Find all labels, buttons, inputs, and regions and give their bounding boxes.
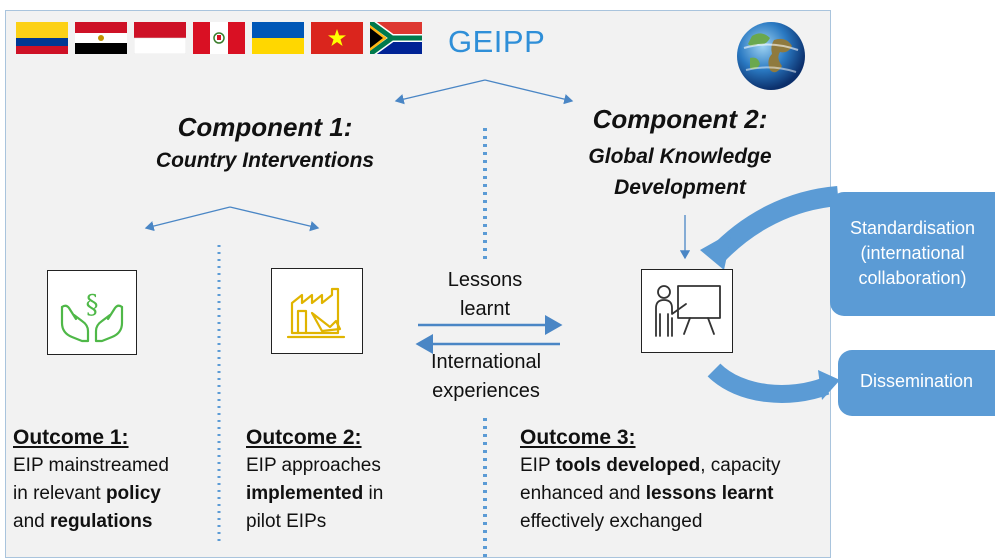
- standardisation-line2: (international: [860, 243, 965, 263]
- international-experiences-line2: experiences: [432, 380, 540, 402]
- flag-indonesia-icon: [133, 22, 187, 55]
- implementation-icon-box: [271, 268, 363, 354]
- standardisation-line1: Standardisation: [849, 218, 976, 238]
- lessons-learnt-line1: Lessons: [447, 269, 523, 291]
- outcome2-line3: pilot EIPs: [246, 511, 327, 532]
- outcome2-line1: EIP approaches: [246, 455, 381, 476]
- component1-title: Component 1:: [177, 112, 353, 142]
- outcome2-title: Outcome 2:: [246, 426, 362, 449]
- program-title: GEIPP: [448, 24, 546, 59]
- outcome3-line3: effectively exchanged: [520, 511, 703, 532]
- outcome3-line2: enhanced and lessons learnt: [520, 483, 774, 504]
- knowledge-icon-box: [641, 269, 733, 353]
- component1-subtitle: Country Interventions: [155, 149, 375, 172]
- dissemination-box: Dissemination: [838, 350, 995, 416]
- flag-colombia-icon: [16, 22, 68, 54]
- outcome1-title: Outcome 1:: [13, 426, 129, 449]
- policy-icon-box: §: [47, 270, 137, 355]
- lessons-learnt-line2: learnt: [459, 298, 511, 320]
- component2-title: Component 2:: [592, 104, 768, 134]
- svg-text:§: §: [86, 290, 99, 320]
- hands-paragraph-icon: §: [60, 290, 124, 343]
- outcome1-line3: and regulations: [13, 511, 153, 532]
- component2-subtitle-line1: Global Knowledge: [588, 145, 772, 168]
- outcome1-line1: EIP mainstreamed: [13, 455, 169, 476]
- outcome2: Outcome 2: EIP approaches implemented in…: [246, 424, 476, 536]
- outcome1-line2: in relevant policy: [13, 483, 161, 504]
- outcome2-line2: implemented in: [246, 483, 384, 504]
- flag-egypt-icon: [75, 22, 127, 54]
- flag-ukraine-icon: [252, 22, 304, 54]
- flag-vietnam-icon: [311, 22, 363, 54]
- standardisation-box: Standardisation (international collabora…: [830, 192, 995, 316]
- outcome3-title: Outcome 3:: [520, 426, 636, 449]
- component2-subtitle-line2: Development: [614, 176, 746, 199]
- outcome3-line1: EIP tools developed, capacity: [520, 455, 781, 476]
- factory-hand-icon: [286, 287, 346, 339]
- standardisation-line3: collaboration): [858, 268, 967, 288]
- lessons-learnt-label: Lessons learnt: [420, 266, 550, 324]
- flag-south-africa-icon: [367, 18, 422, 58]
- outcome1: Outcome 1: EIP mainstreamed in relevant …: [13, 424, 218, 536]
- international-experiences-line1: International: [430, 351, 542, 373]
- presenter-board-icon: [655, 285, 721, 337]
- earth-globe-icon: [730, 20, 812, 92]
- international-experiences-label: International experiences: [402, 348, 570, 406]
- component2-subtitle: Global Knowledge Development: [540, 141, 820, 203]
- outcome3: Outcome 3: EIP tools developed, capacity…: [520, 424, 830, 536]
- flag-peru-icon: [193, 22, 245, 54]
